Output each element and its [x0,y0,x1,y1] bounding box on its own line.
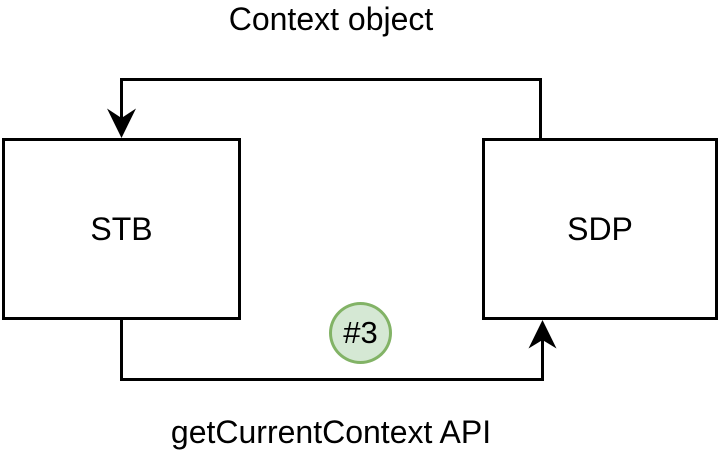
get-current-context-connector-right-vertical [541,340,544,378]
node-sdp: SDP [482,138,718,320]
arrowhead-down-icon [107,108,136,138]
diagram-title: Context object [228,1,434,37]
get-current-context-connector-left-vertical [120,320,123,381]
bottom-api-label: getCurrentContext API [170,414,492,450]
node-stb: STB [2,138,241,320]
node-stb-label: STB [90,210,153,247]
context-object-connector-horizontal [120,78,542,81]
context-object-connector-right-vertical [539,78,542,138]
step-badge-label: #3 [343,315,378,350]
node-sdp-label: SDP [567,210,633,247]
step-badge: #3 [329,302,392,364]
arrowhead-up-icon [528,320,557,349]
get-current-context-connector-horizontal [120,378,544,381]
context-object-connector-left-vertical [120,78,123,120]
